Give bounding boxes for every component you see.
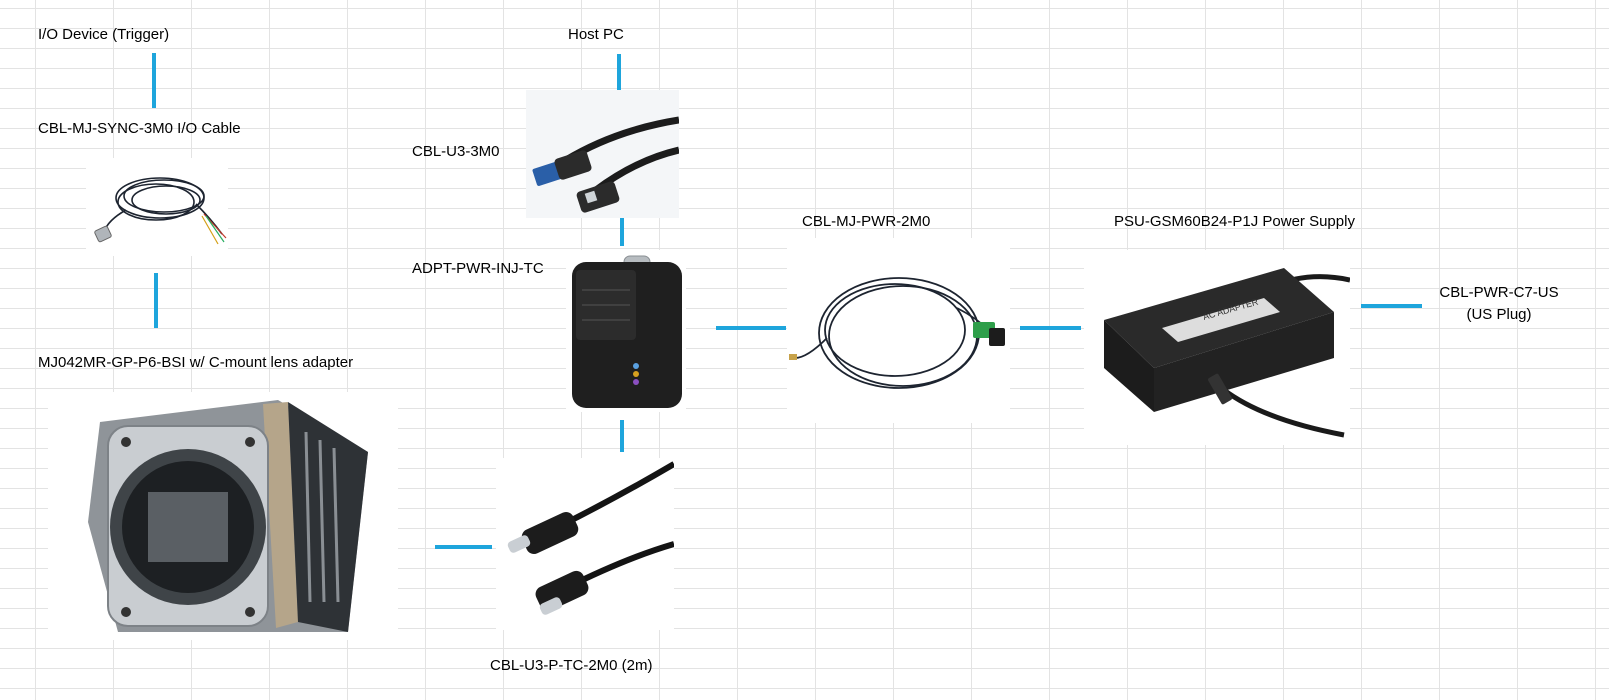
connector-injector-to-power-cable [716,326,786,330]
label-ac-cable-line2: (US Plug) [1466,306,1532,323]
typec-cable-image [496,458,674,630]
power-cable-image [787,238,1010,423]
connector-usb-to-injector [620,216,624,246]
label-ac-cable-line1: CBL-PWR-C7-US [1439,284,1559,301]
power-injector-image [566,250,686,412]
label-power-cable: CBL-MJ-PWR-2M0 [802,213,931,230]
connector-injector-to-typec [620,420,624,452]
psu-image: AC ADAPTER [1084,250,1350,445]
label-usb-cable: CBL-U3-3M0 [412,143,500,160]
connector-power-cable-to-psu [1020,326,1081,330]
label-typec-cable: CBL-U3-P-TC-2M0 (2m) [490,657,653,674]
connector-psu-to-ac-cable [1361,304,1422,308]
label-psu: PSU-GSM60B24-P1J Power Supply [1114,213,1355,230]
label-io-device: I/O Device (Trigger) [38,26,170,43]
label-injector: ADPT-PWR-INJ-TC [412,260,544,277]
connector-host-to-usb [617,54,621,90]
label-camera: MJ042MR-GP-P6-BSI w/ C-mount lens adapte… [38,354,354,371]
label-ac-cable: CBL-PWR-C7-US (US Plug) [1434,284,1564,324]
label-host-pc: Host PC [568,26,624,43]
camera-image [48,392,398,640]
connector-camera-to-typec [435,545,492,549]
label-sync-cable: CBL-MJ-SYNC-3M0 I/O Cable [38,120,241,137]
connector-sync-to-camera [154,273,158,328]
usb-cable-image [526,90,679,218]
sync-cable-image [86,158,228,256]
connector-io-to-sync [152,53,156,108]
